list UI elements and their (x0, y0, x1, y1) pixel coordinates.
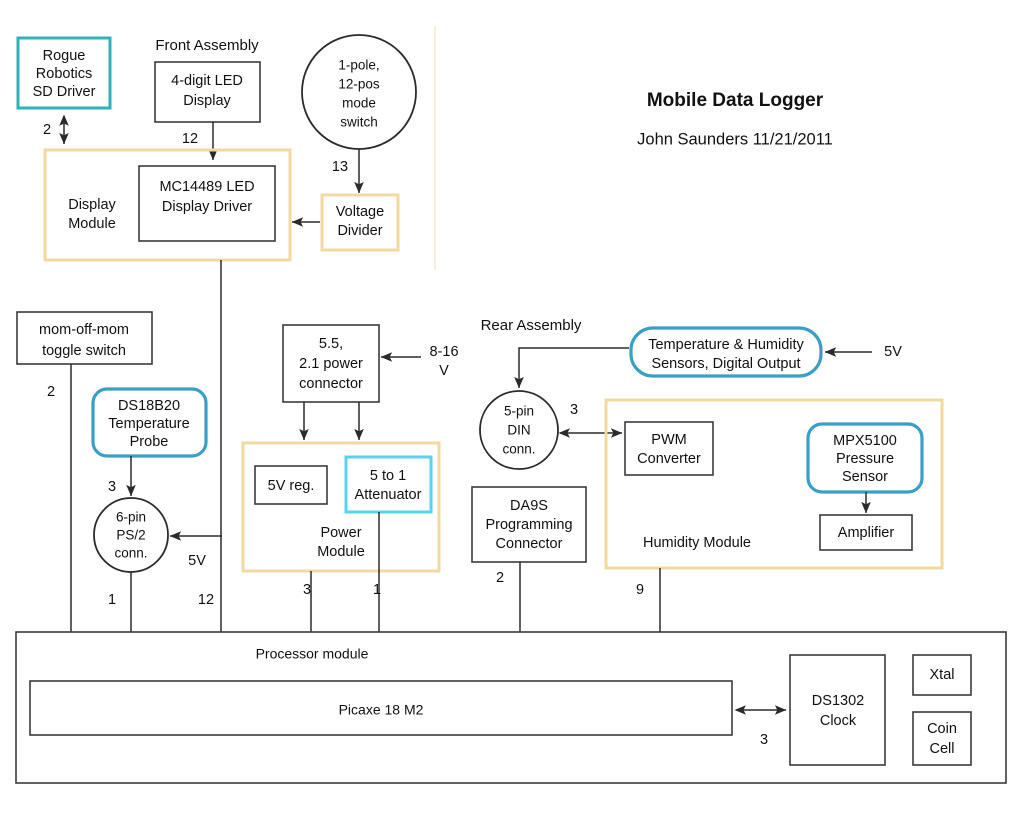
module-humidity[interactable] (604, 398, 944, 570)
edge-label-reg5v-to-processor: 3 (303, 582, 311, 598)
mpx5100-line3: Sensor (842, 469, 888, 485)
din-line1: 5-pin (504, 404, 534, 419)
block-mpx5100-sensor[interactable] (806, 422, 924, 494)
temp-humidity-line2: Sensors, Digital Output (651, 356, 800, 372)
block-temp-humidity-sensors[interactable] (629, 326, 823, 378)
block-din-connector[interactable] (479, 390, 559, 470)
toggle-switch-line2: toggle switch (42, 343, 126, 359)
power-connector-line2: 2.1 power (299, 356, 363, 372)
edge-label-picaxe-to-clock: 3 (760, 732, 768, 748)
edge-label-attenuator-to-processor: 1 (373, 582, 381, 598)
edge-label-ps2-to-processor-12: 12 (198, 592, 214, 608)
picaxe-line1: Picaxe 18 M2 (339, 702, 424, 718)
page-subtitle: John Saunders 11/21/2011 (637, 130, 833, 148)
block-power-connector[interactable] (282, 324, 380, 403)
edge-label-ds18b20-to-ps2: 3 (108, 479, 116, 495)
rear-assembly-label: Rear Assembly (481, 317, 582, 334)
led-display-line1: 4-digit LED (171, 73, 243, 89)
block-pwm-converter[interactable] (624, 421, 714, 476)
block-mode-switch[interactable] (301, 34, 417, 150)
edge-label-humidity-to-processor: 9 (636, 582, 644, 598)
display-module-label2: Module (68, 216, 116, 232)
block-ds18b20-probe[interactable] (91, 387, 208, 458)
module-display[interactable] (43, 148, 292, 262)
edge-label-din-to-pwm: 3 (570, 402, 578, 418)
block-xtal[interactable] (912, 654, 972, 696)
power-connector-line3: connector (299, 376, 363, 392)
module-power[interactable] (241, 441, 441, 573)
coin-cell-line1: Coin (927, 721, 957, 737)
block-4digit-led-display[interactable] (154, 61, 261, 123)
da9s-line2: Programming (485, 517, 572, 533)
edge-label-ps2-supply: 5V (188, 553, 206, 569)
voltage-divider-line1: Voltage (336, 204, 384, 220)
da9s-line3: Connector (496, 536, 563, 552)
block-da9s-connector[interactable] (471, 486, 587, 563)
attenuator-line2: Attenuator (355, 487, 422, 503)
ds18b20-line3: Probe (130, 434, 169, 450)
block-picaxe[interactable] (29, 680, 733, 736)
edge-sensors-to-din (514, 347, 629, 389)
edge-label-led-to-mc14489: 12 (182, 131, 198, 147)
mc14489-line1: MC14489 LED (159, 179, 254, 195)
coin-cell-line2: Cell (930, 741, 955, 757)
temp-humidity-line1: Temperature & Humidity (648, 337, 804, 353)
mpx5100-line2: Pressure (836, 451, 894, 467)
block-voltage-divider[interactable] (320, 193, 400, 252)
ds1302-line2: Clock (820, 713, 857, 729)
mode-switch-line3: mode (342, 96, 376, 111)
edge-label-da9s-to-processor: 2 (496, 570, 504, 586)
din-line3: conn. (502, 442, 535, 457)
ds1302-line1: DS1302 (812, 693, 864, 709)
edge-label-toggle-to-processor: 2 (47, 384, 55, 400)
ps2-line2: PS/2 (116, 528, 145, 543)
block-toggle-switch[interactable] (16, 311, 153, 365)
led-display-line2: Display (183, 93, 231, 109)
edge-label-sensor-supply: 5V (884, 344, 902, 360)
rogue-sd-line2: Robotics (36, 66, 92, 82)
display-module-label1: Display (68, 197, 116, 213)
processor-module-label: Processor module (256, 646, 369, 662)
power-module-label1: Power (320, 525, 361, 541)
power-module-label2: Module (317, 544, 365, 560)
ps2-line1: 6-pin (116, 510, 146, 525)
rogue-sd-line1: Rogue (43, 48, 86, 64)
voltage-divider-line2: Divider (337, 223, 382, 239)
ps2-line3: conn. (114, 546, 147, 561)
block-rogue-sd-driver[interactable] (16, 36, 112, 110)
reg5v-line1: 5V reg. (268, 478, 315, 494)
din-line2: DIN (507, 423, 530, 438)
block-coin-cell[interactable] (912, 711, 972, 766)
da9s-line1: DA9S (510, 498, 548, 514)
edge-label-power-in-1: 8-16 (429, 344, 458, 360)
toggle-switch-line1: mom-off-mom (39, 322, 129, 338)
edge-label-rogue-to-display: 2 (43, 122, 51, 138)
edge-label-ps2-to-processor-1: 1 (108, 592, 116, 608)
block-amplifier[interactable] (819, 514, 913, 551)
front-assembly-label: Front Assembly (155, 37, 259, 54)
ds18b20-line1: DS18B20 (118, 398, 180, 414)
block-attenuator[interactable] (344, 455, 433, 514)
page-title: Mobile Data Logger (647, 90, 824, 111)
amplifier-line1: Amplifier (838, 525, 895, 541)
pwm-line2: Converter (637, 451, 701, 467)
pwm-line1: PWM (651, 432, 686, 448)
mpx5100-line1: MPX5100 (833, 433, 897, 449)
mode-switch-line1: 1-pole, (338, 58, 379, 73)
mode-switch-line2: 12-pos (338, 77, 380, 92)
mc14489-line2: Display Driver (162, 199, 252, 215)
edge-label-power-in-2: V (439, 363, 449, 379)
power-connector-line1: 5.5, (319, 336, 343, 352)
block-mc14489-driver[interactable] (138, 165, 276, 242)
humidity-module-label: Humidity Module (643, 535, 751, 551)
block-ds1302-clock[interactable] (789, 654, 886, 766)
rogue-sd-line3: SD Driver (33, 84, 96, 100)
edge-label-modeswitch-to-divider: 13 (332, 159, 348, 175)
ds18b20-line2: Temperature (108, 416, 189, 432)
xtal-line1: Xtal (930, 667, 955, 683)
attenuator-line1: 5 to 1 (370, 468, 406, 484)
mode-switch-line4: switch (340, 115, 378, 130)
block-5v-regulator[interactable] (254, 465, 328, 505)
